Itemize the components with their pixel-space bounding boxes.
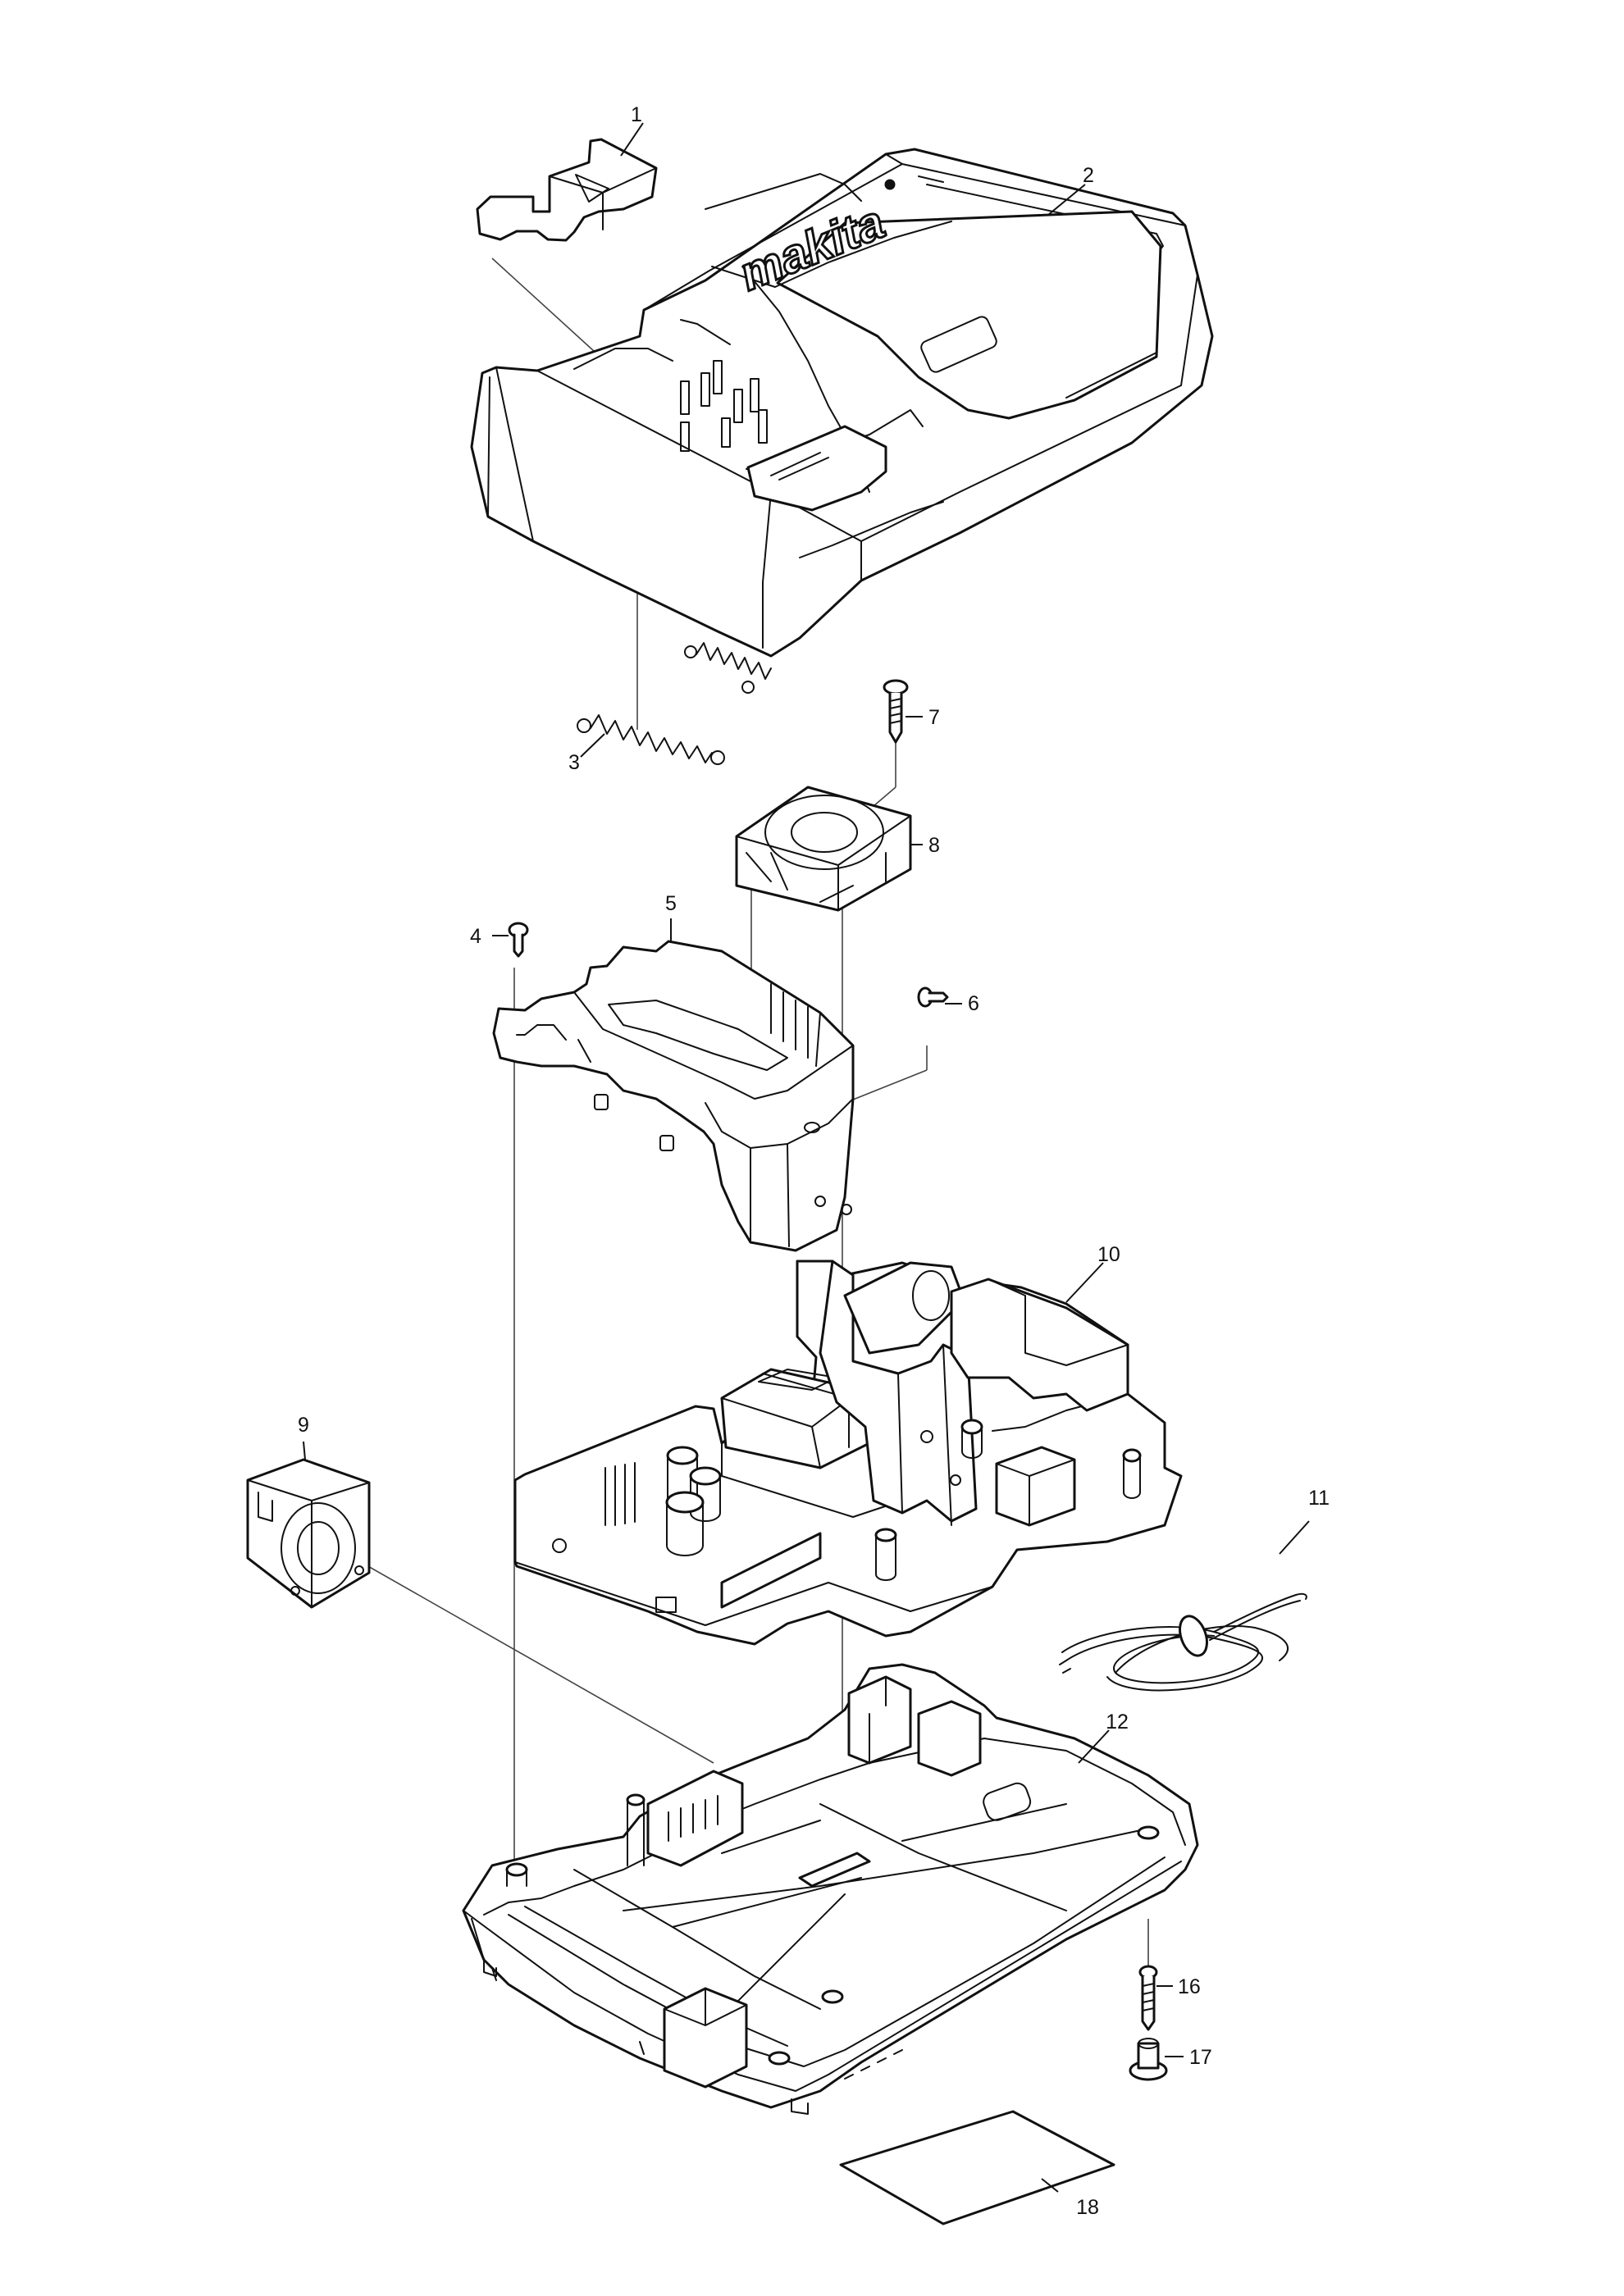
label-part-17: 17: [1189, 2046, 1212, 2069]
label-part-16: 16: [1178, 1975, 1201, 1998]
part-10-circuit-board: [513, 1260, 1183, 1646]
label-part-3: 3: [568, 751, 580, 774]
label-part-2: 2: [1083, 164, 1094, 187]
label-part-10: 10: [1097, 1243, 1120, 1266]
capacitors: [665, 1419, 1142, 1581]
part-3-springs: [577, 642, 772, 765]
label-part-6: 6: [968, 992, 979, 1015]
part-12-base-housing: [462, 1663, 1199, 2115]
part-2-top-housing: makita: [470, 148, 1214, 658]
part-8-fan: [735, 786, 912, 912]
terminals: [680, 360, 768, 452]
label-part-9: 9: [298, 1414, 309, 1437]
label-part-11: 11: [1308, 1487, 1330, 1510]
part-16-screw: [1138, 1965, 1158, 2031]
label-part-7: 7: [928, 706, 940, 729]
part-18-label: [839, 2110, 1115, 2225]
label-part-4: 4: [470, 925, 481, 948]
part-9-fan: [246, 1458, 371, 1609]
part-number-labels: 1 2 3 4 5 6 7 8 9 10 11 12 16 17 18: [298, 103, 1330, 2219]
leader-lines: [303, 122, 1310, 2193]
label-part-5: 5: [665, 892, 677, 915]
label-part-18: 18: [1076, 2196, 1099, 2219]
part-17-foot: [1129, 2038, 1168, 2081]
part-11-cord: [1059, 1592, 1307, 1692]
part-7-screw: [883, 679, 909, 744]
label-part-12: 12: [1106, 1711, 1129, 1733]
indicator-led: [884, 179, 896, 190]
part-6-screw: [917, 986, 949, 1008]
label-part-1: 1: [631, 103, 642, 126]
label-part-8: 8: [928, 834, 940, 857]
part-1-button: [476, 138, 658, 242]
part-4-screw: [508, 922, 529, 958]
part-5-frame: [492, 940, 855, 1252]
